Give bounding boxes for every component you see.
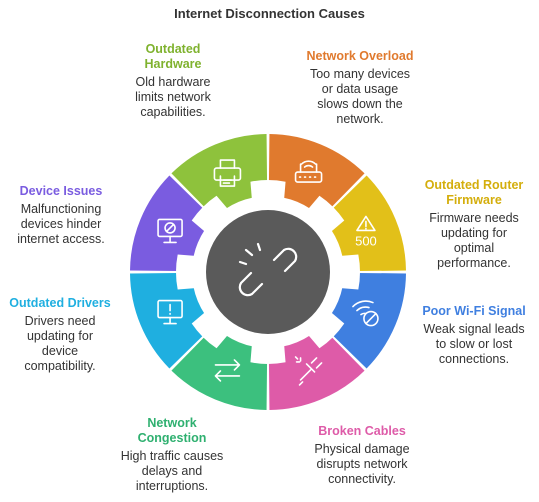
heading-outdated-hardware: Outdated Hardware [144,42,202,71]
heading-device-issues: Device Issues [19,184,103,198]
router-icon [294,160,323,183]
ring-tooth [305,195,345,235]
ring-tooth [250,340,286,364]
printer-icon [213,159,242,187]
heading-poor-wifi-signal: Poor Wi-Fi Signal [422,304,526,318]
ring-tooth [336,254,360,290]
ring-tooth [191,195,231,235]
wifi-off-icon [352,300,379,327]
heading-network-congestion: Network Congestion [137,416,207,445]
heading-network-overload: Network Overload [306,49,414,63]
ring-tooth [191,309,231,349]
ring-tooth [305,309,345,349]
arrows-swap-icon [214,359,241,382]
center-hub [206,210,330,334]
plug-icon [294,356,323,386]
heading-broken-cables: Broken Cables [318,424,406,438]
badge-500: 500 [355,233,377,248]
diagram-title: Internet Disconnection Causes [174,6,365,21]
warning-500-icon: 500 [355,215,377,248]
broken-link-icon [238,242,298,297]
monitor-alert-icon [157,299,183,325]
monitor-blocked-icon [157,218,183,244]
heading-outdated-router-firmware: Outdated Router Firmware [424,178,524,207]
ring-tooth [250,179,286,204]
heading-outdated-drivers: Outdated Drivers [9,296,111,310]
ring-tooth [175,254,200,290]
